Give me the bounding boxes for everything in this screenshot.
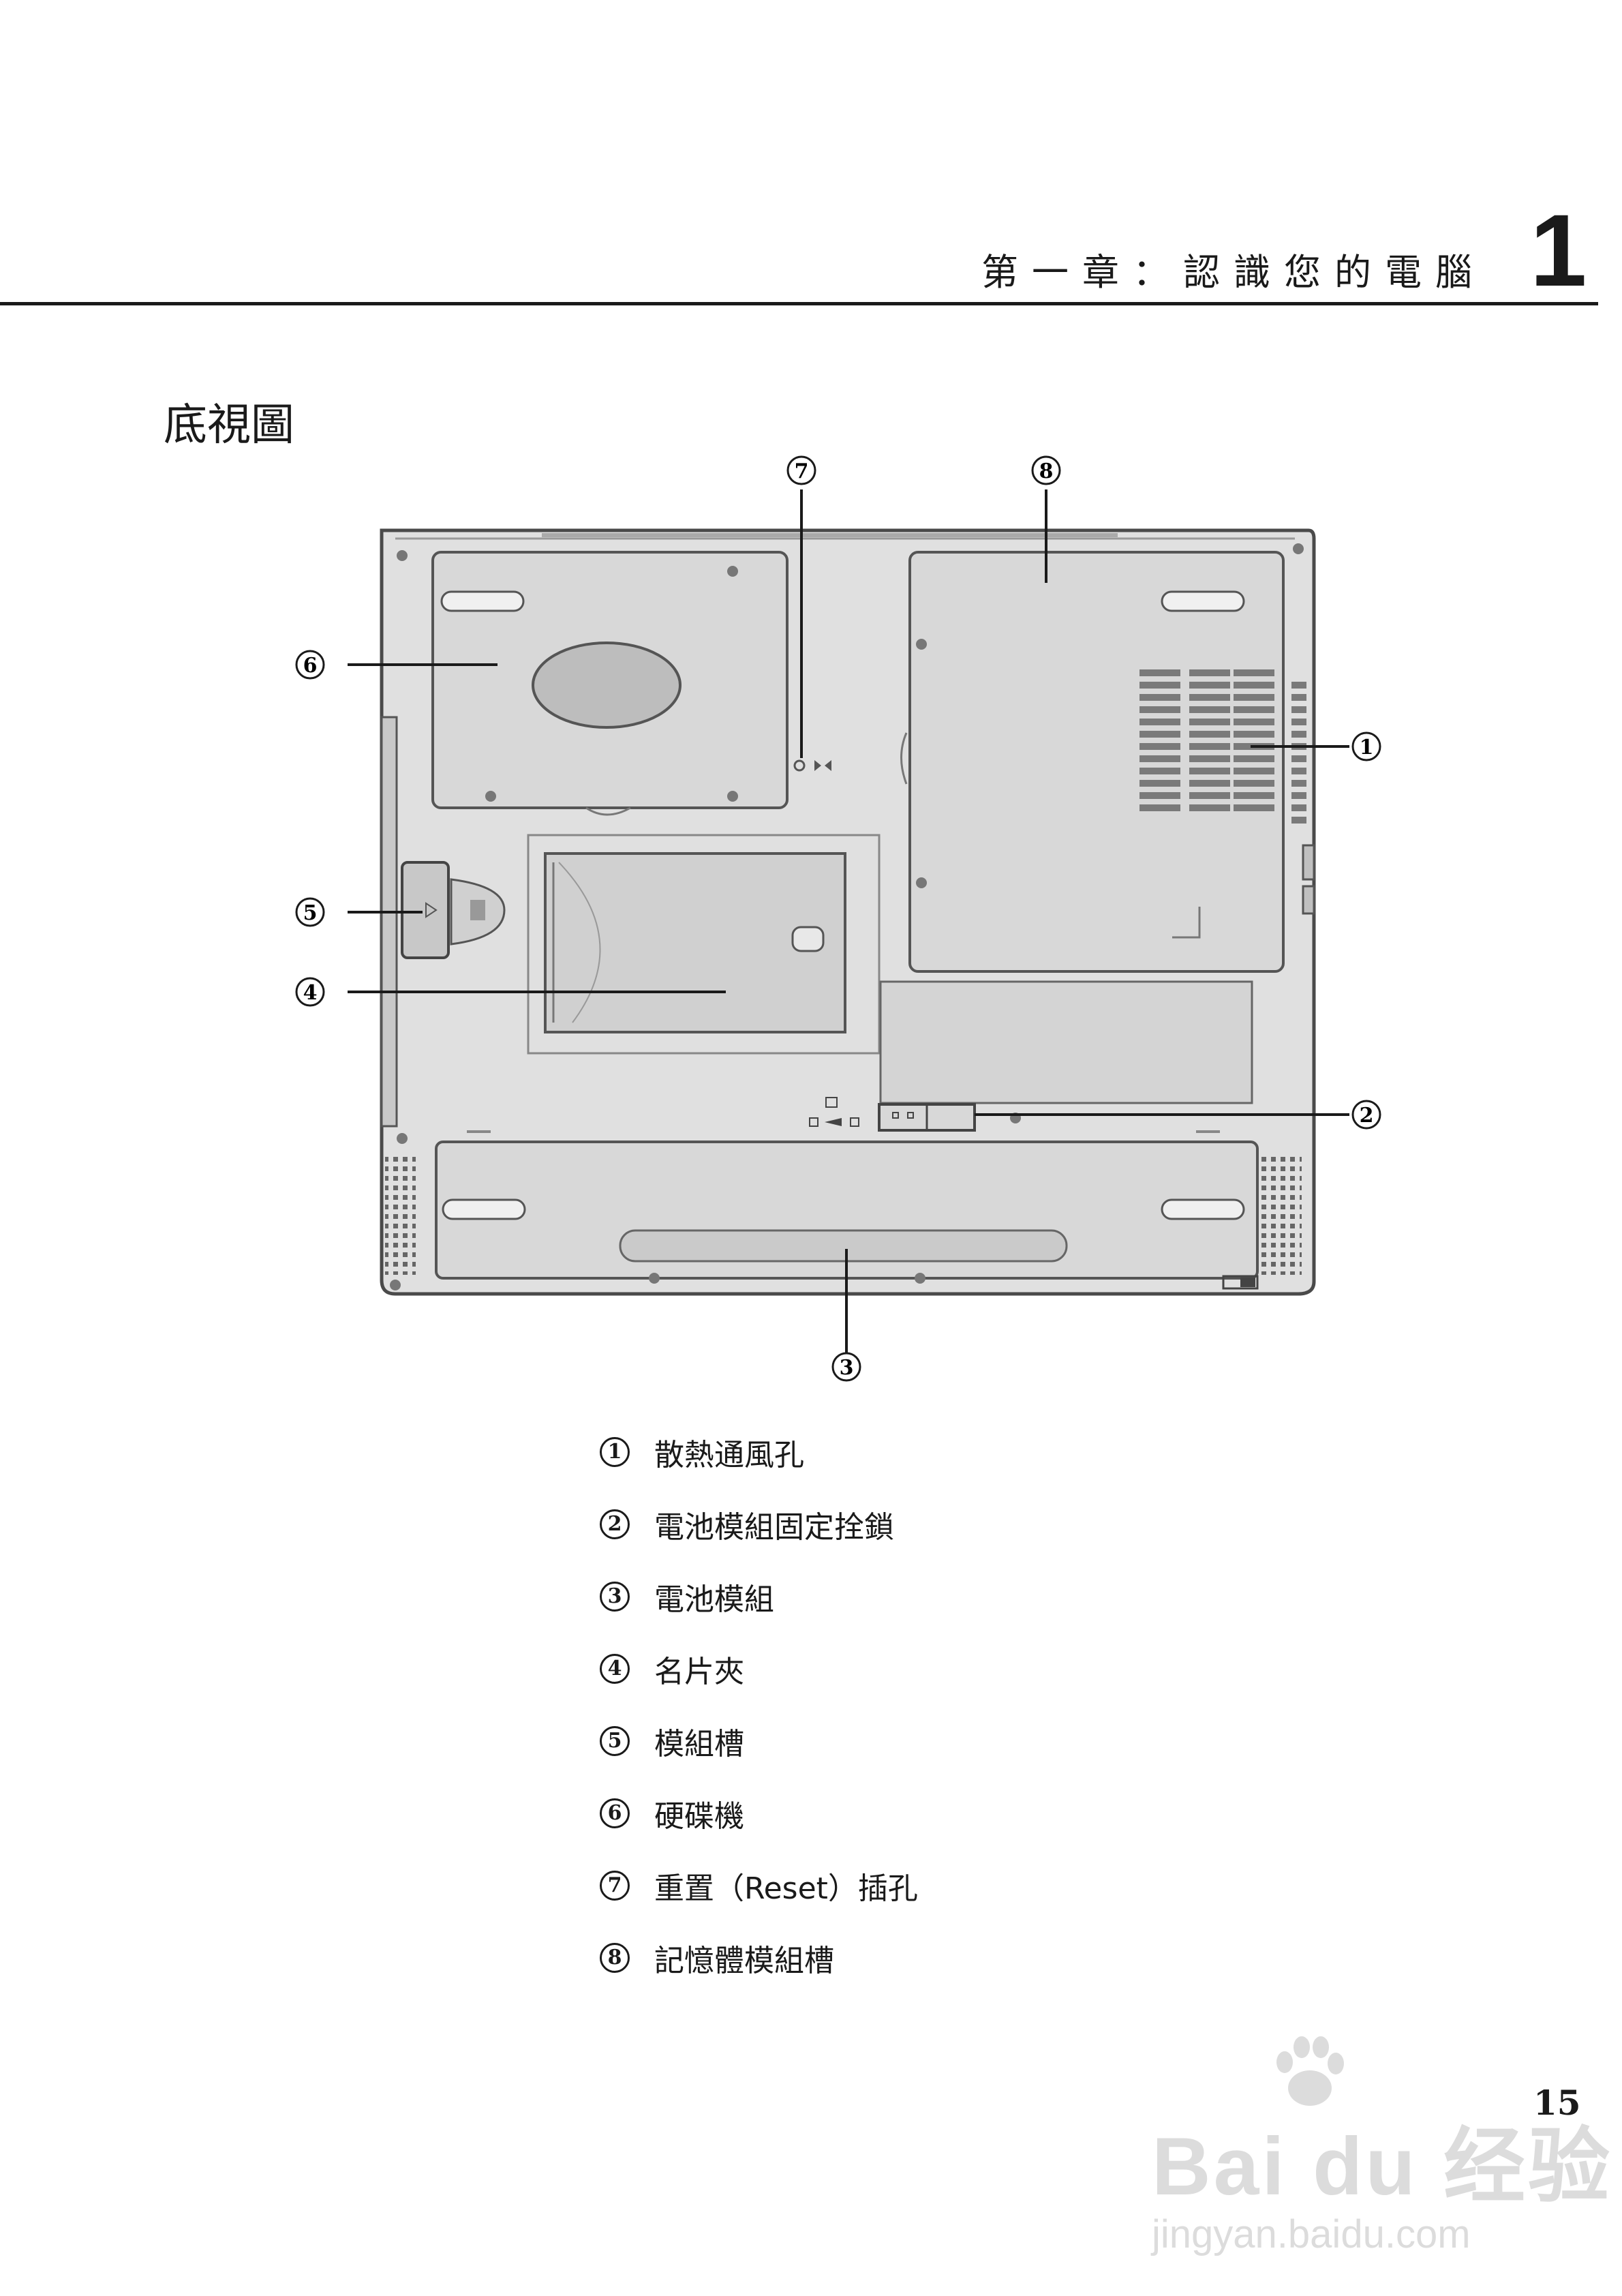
legend-number: 7 [600, 1871, 630, 1901]
watermark-url: jingyan.baidu.com [1152, 2212, 1471, 2256]
callout-8: 8 [1031, 455, 1061, 485]
speaker-grille-right [1261, 1152, 1302, 1275]
callout-5: 5 [295, 897, 325, 927]
callout-2: 2 [1351, 1100, 1381, 1130]
legend-item: 2 電池模組固定拴鎖 [600, 1497, 894, 1552]
legend-number: 1 [600, 1437, 630, 1467]
legend-label: 模組槽 [654, 1727, 744, 1762]
callout-4: 4 [295, 977, 325, 1007]
legend-item: 4 名片夾 [600, 1642, 744, 1696]
legend-label: 重置（Reset）插孔 [654, 1871, 918, 1906]
card-holder-frame [527, 834, 881, 1055]
callout-8-label: 8 [1039, 459, 1054, 483]
legend-label: 記憶體模組槽 [654, 1944, 834, 1978]
lower-right-panel [879, 980, 1253, 1104]
callout-6: 6 [295, 650, 325, 680]
legend-item: 1 散熱通風孔 [600, 1425, 804, 1479]
callout-4-label: 4 [303, 981, 318, 1005]
callout-3-label: 3 [840, 1356, 854, 1380]
legend-item: 5 模組槽 [600, 1714, 744, 1768]
callout-1: 1 [1351, 731, 1381, 761]
side-rail [380, 716, 398, 1128]
callout-7-label: 7 [795, 459, 809, 483]
page-number: 15 [1533, 2083, 1581, 2123]
callout-6-label: 6 [303, 654, 318, 678]
legend-label: 名片夾 [654, 1655, 744, 1689]
chapter-number: 1 [1530, 193, 1587, 307]
callout-3: 3 [831, 1352, 861, 1382]
legend-number: 4 [600, 1654, 630, 1684]
callout-2-label: 2 [1360, 1104, 1374, 1128]
header-rule [0, 302, 1598, 305]
callout-markers: 1 2 3 4 5 6 7 8 [295, 455, 1381, 1382]
legend-number: 6 [600, 1798, 630, 1828]
reset-hole [793, 759, 806, 772]
section-title: 底視圖 [164, 400, 294, 451]
memory-cover [908, 551, 1285, 973]
chapter-title: 第一章：認識您的電腦 [981, 251, 1486, 294]
legend-label: 電池模組 [654, 1582, 774, 1617]
legend-label: 電池模組固定拴鎖 [654, 1510, 894, 1545]
legend-item: 8 記憶體模組槽 [600, 1931, 834, 1985]
legend-item: 3 電池模組 [600, 1569, 774, 1624]
watermark-brand: Bai du 经验 [1152, 2121, 1613, 2212]
legend-number: 5 [600, 1726, 630, 1756]
baidu-watermark: Bai du 经验 jingyan.baidu.com [1152, 2036, 1613, 2257]
speaker-grille-left [385, 1152, 416, 1275]
legend-label: 散熱通風孔 [654, 1438, 804, 1472]
callout-7: 7 [786, 455, 816, 485]
legend-item: 6 硬碟機 [600, 1786, 744, 1841]
legend-number: 3 [600, 1582, 630, 1612]
paw-print-icon [1276, 2036, 1344, 2106]
legend-number: 8 [600, 1943, 630, 1973]
legend-number: 2 [600, 1509, 630, 1539]
callout-5-label: 5 [303, 901, 318, 925]
callout-1-label: 1 [1360, 736, 1374, 759]
leader-lines [348, 489, 1349, 1357]
legend-label: 硬碟機 [654, 1799, 744, 1834]
legend-item: 7 重置（Reset）插孔 [600, 1858, 918, 1913]
